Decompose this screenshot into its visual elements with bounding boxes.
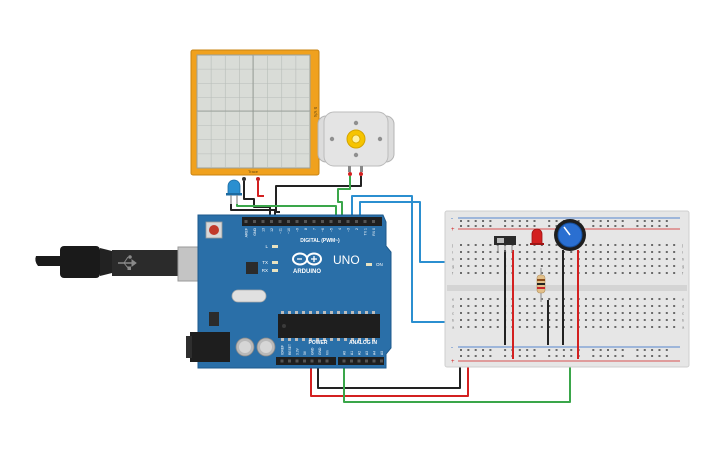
power-label: POWER [309,340,328,346]
usb-cable[interactable] [35,246,205,282]
slide-switch[interactable] [494,236,516,252]
analog-pin-label: A0 [343,351,347,355]
digital-pin-label: RX 0 [372,228,376,236]
digital-pin-label: ~5 [330,228,334,232]
svg-text:RX: RX [262,268,268,273]
atmega-chip [278,311,380,341]
digital-pin-label: 2 [355,228,359,230]
digital-pin-label: ~9 [296,228,300,232]
svg-text:TX: TX [262,260,268,265]
digital-pin-label: AREF [245,228,249,237]
digital-pin-label: 7 [313,228,317,230]
digital-pin-labels: AREF GND 13 12 ~11 ~10 ~9 8 7 ~6 ~5 4 ~3 2 TX 1 RX 0 [245,228,377,238]
digital-pin-label: ~10 [287,228,291,234]
reset-button[interactable] [205,221,223,239]
oscilloscope-bottom-label: Trace [248,169,259,174]
breadboard-wires [504,250,579,359]
oscilloscope[interactable]: 5 V/s Trace [190,49,320,181]
digital-header [244,220,375,223]
wire-red-bottom[interactable] [310,362,469,397]
row-label: c [452,311,454,316]
wire-red-osc[interactable] [257,181,264,197]
row-label: b [452,318,455,323]
row-label: i [452,250,453,255]
analog-pin-label: A5 [380,351,384,355]
row-label: h [452,257,454,262]
red-led[interactable] [530,228,544,245]
digital-pin-label: ~11 [279,228,283,234]
wire-black-bottom[interactable] [317,362,461,389]
row-label: i [682,250,683,255]
svg-text:ON: ON [376,262,383,267]
svg-text:+: + [451,359,455,365]
svg-text:+: + [451,227,455,233]
svg-text:-: - [451,216,453,222]
resistor[interactable] [536,268,546,302]
power-pin-label: Vin [326,350,330,355]
row-label: g [682,264,684,269]
digital-label: DIGITAL (PWM~) [300,238,340,244]
row-label: d [682,304,684,309]
row-label: e [682,297,685,302]
power-pin-label: GND [311,347,315,355]
row-label: h [682,257,684,262]
motor-shaft-icon [346,129,366,149]
digital-pin-label: TX 1 [364,228,368,235]
wire-green-2[interactable] [337,176,351,224]
dc-motor[interactable] [317,111,395,176]
row-label: g [452,264,454,269]
row-label: a [682,325,685,330]
analog-pin-label: A4 [373,351,377,355]
row-label: a [452,325,455,330]
arduino-logo-icon [292,252,322,266]
power-analog-headers [280,359,383,363]
row-label: f [682,271,684,276]
row-label: f [452,271,454,276]
analog-pin-label: A3 [365,351,369,355]
digital-pin-label: 12 [270,228,274,232]
analog-pin-label: A2 [358,351,362,355]
wire-black-3[interactable] [275,176,362,213]
power-pin-label: GND [318,347,322,355]
potentiometer[interactable] [554,219,586,251]
blue-led[interactable] [226,179,242,204]
row-label: j [451,243,453,248]
row-label: b [682,318,685,323]
row-label: c [682,311,684,316]
digital-pin-label: ~3 [347,228,351,232]
arduino-uno-board[interactable]: AREF GND 13 12 ~11 ~10 ~9 8 7 ~6 ~5 4 ~3 2 TX 1 RX 0 DI… [186,214,392,369]
digital-pin-label: 8 [304,228,308,230]
analog-label: ANALOG IN [349,340,377,346]
power-pin-label: 3.3V [296,347,300,355]
power-pin-label: 5V [303,350,307,355]
oscilloscope-grid [197,55,310,168]
brand-label: ARDUINO [293,269,321,275]
digital-pin-label: 13 [262,228,266,232]
oscilloscope-side-label: 5 V/s [313,107,318,118]
digital-pin-label: 4 [338,228,342,230]
svg-text:L: L [265,244,268,249]
digital-pin-label: ~6 [321,228,325,232]
onboard-leds: L TX RX ON [262,244,383,273]
model-label: UNO [333,253,360,267]
power-pin-label: RESET [288,344,292,355]
row-label: j [681,243,683,248]
digital-pin-label: GND [253,228,257,236]
svg-text:-: - [451,345,453,351]
usb-icon [118,255,137,270]
analog-pin-label: A1 [350,351,354,355]
power-pin-label: IOREF [281,345,285,355]
row-label: e [452,297,455,302]
row-label: d [452,304,454,309]
